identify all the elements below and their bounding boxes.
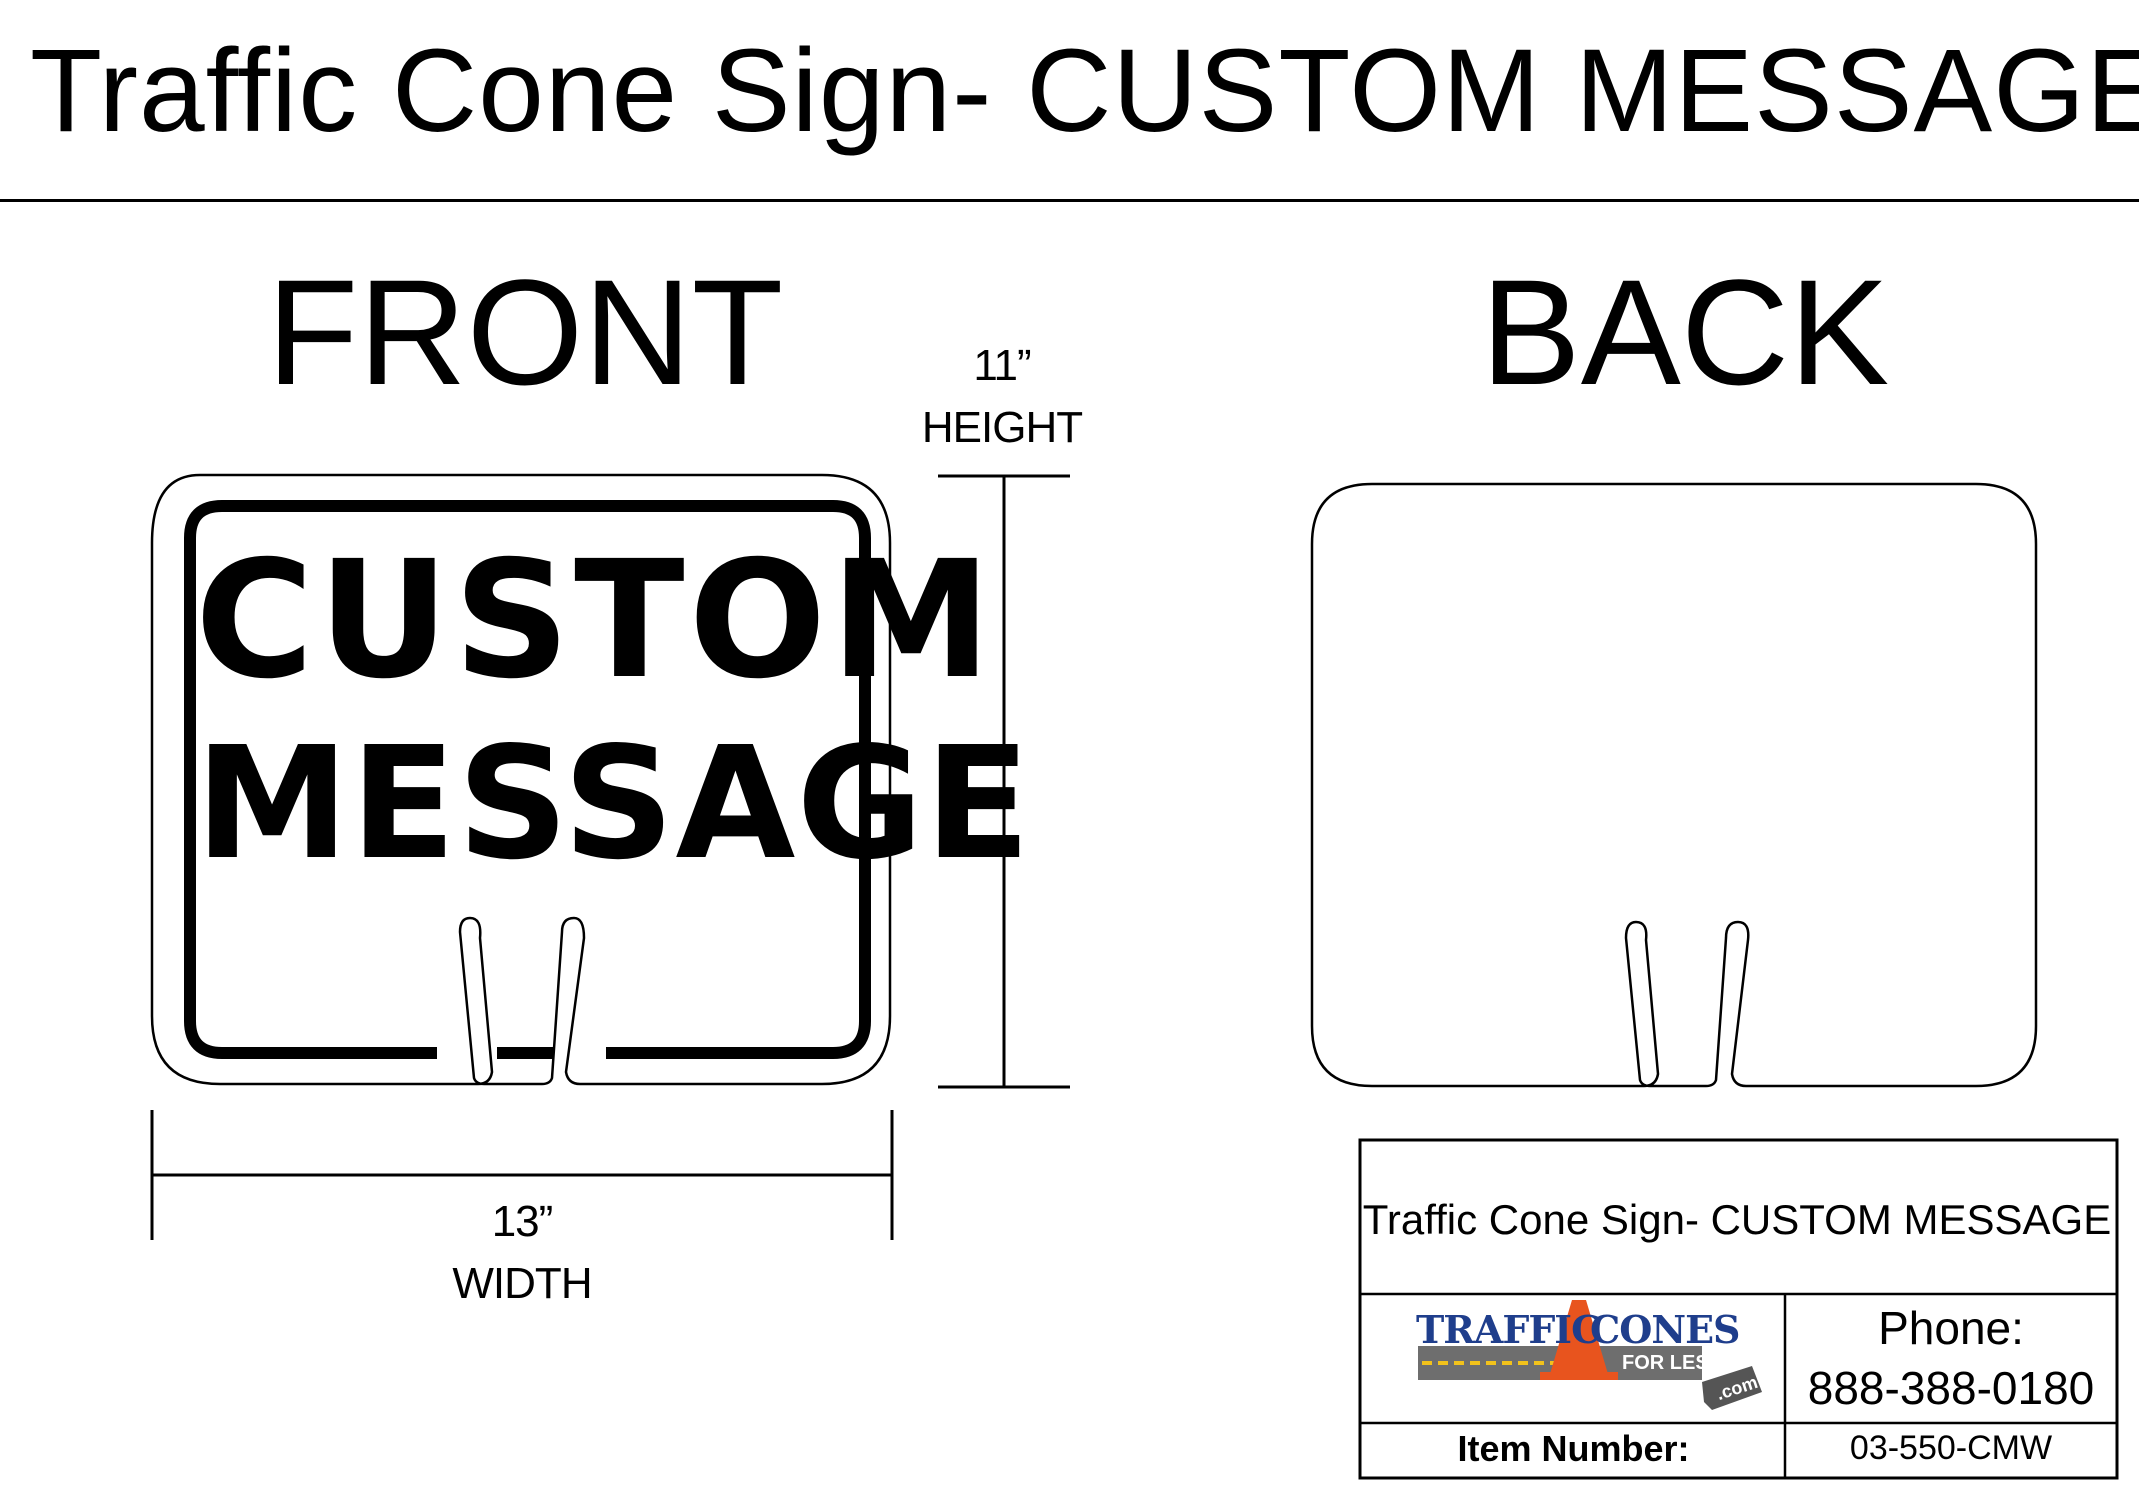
logo-word-traffic: TRAFFIC: [1416, 1307, 1601, 1352]
width-label: WIDTH: [452, 1259, 592, 1308]
front-sign-outline: [150, 473, 892, 1086]
item-number-label: Item Number:: [1457, 1428, 1690, 1469]
front-sign-line-custom: CUSTOM: [195, 527, 996, 715]
logo-word-cones: CONES: [1590, 1307, 1740, 1352]
phone-number: 888-388-0180: [1807, 1362, 2095, 1414]
front-sign-border: [184, 500, 871, 1059]
page-title: Traffic Cone Sign- CUSTOM MESSAGE: [30, 25, 2139, 157]
logo-tagline: FOR LESS: [1622, 1352, 1723, 1374]
front-view-label: FRONT: [266, 248, 784, 416]
traffic-cone-base: [1540, 1372, 1618, 1380]
height-value: 11”: [973, 341, 1031, 390]
traffic-cones-logo-graphic: [1418, 1300, 1762, 1410]
logo-tag-shape: [1702, 1366, 1762, 1410]
title-block-frame: [1358, 1138, 2119, 1480]
traffic-cone-icon: [1550, 1300, 1608, 1374]
title-divider: [0, 199, 2139, 202]
title-block-title: Traffic Cone Sign- CUSTOM MESSAGE: [1362, 1196, 2112, 1243]
front-sign-line-message: MESSAGE: [195, 713, 1032, 894]
height-label: HEIGHT: [921, 403, 1083, 452]
item-number-value: 03-550-CMW: [1849, 1429, 2053, 1467]
phone-label: Phone:: [1878, 1302, 2024, 1354]
back-view-label: BACK: [1480, 248, 1890, 416]
back-sign-outline: [1310, 482, 2038, 1088]
width-value: 13”: [491, 1197, 554, 1246]
